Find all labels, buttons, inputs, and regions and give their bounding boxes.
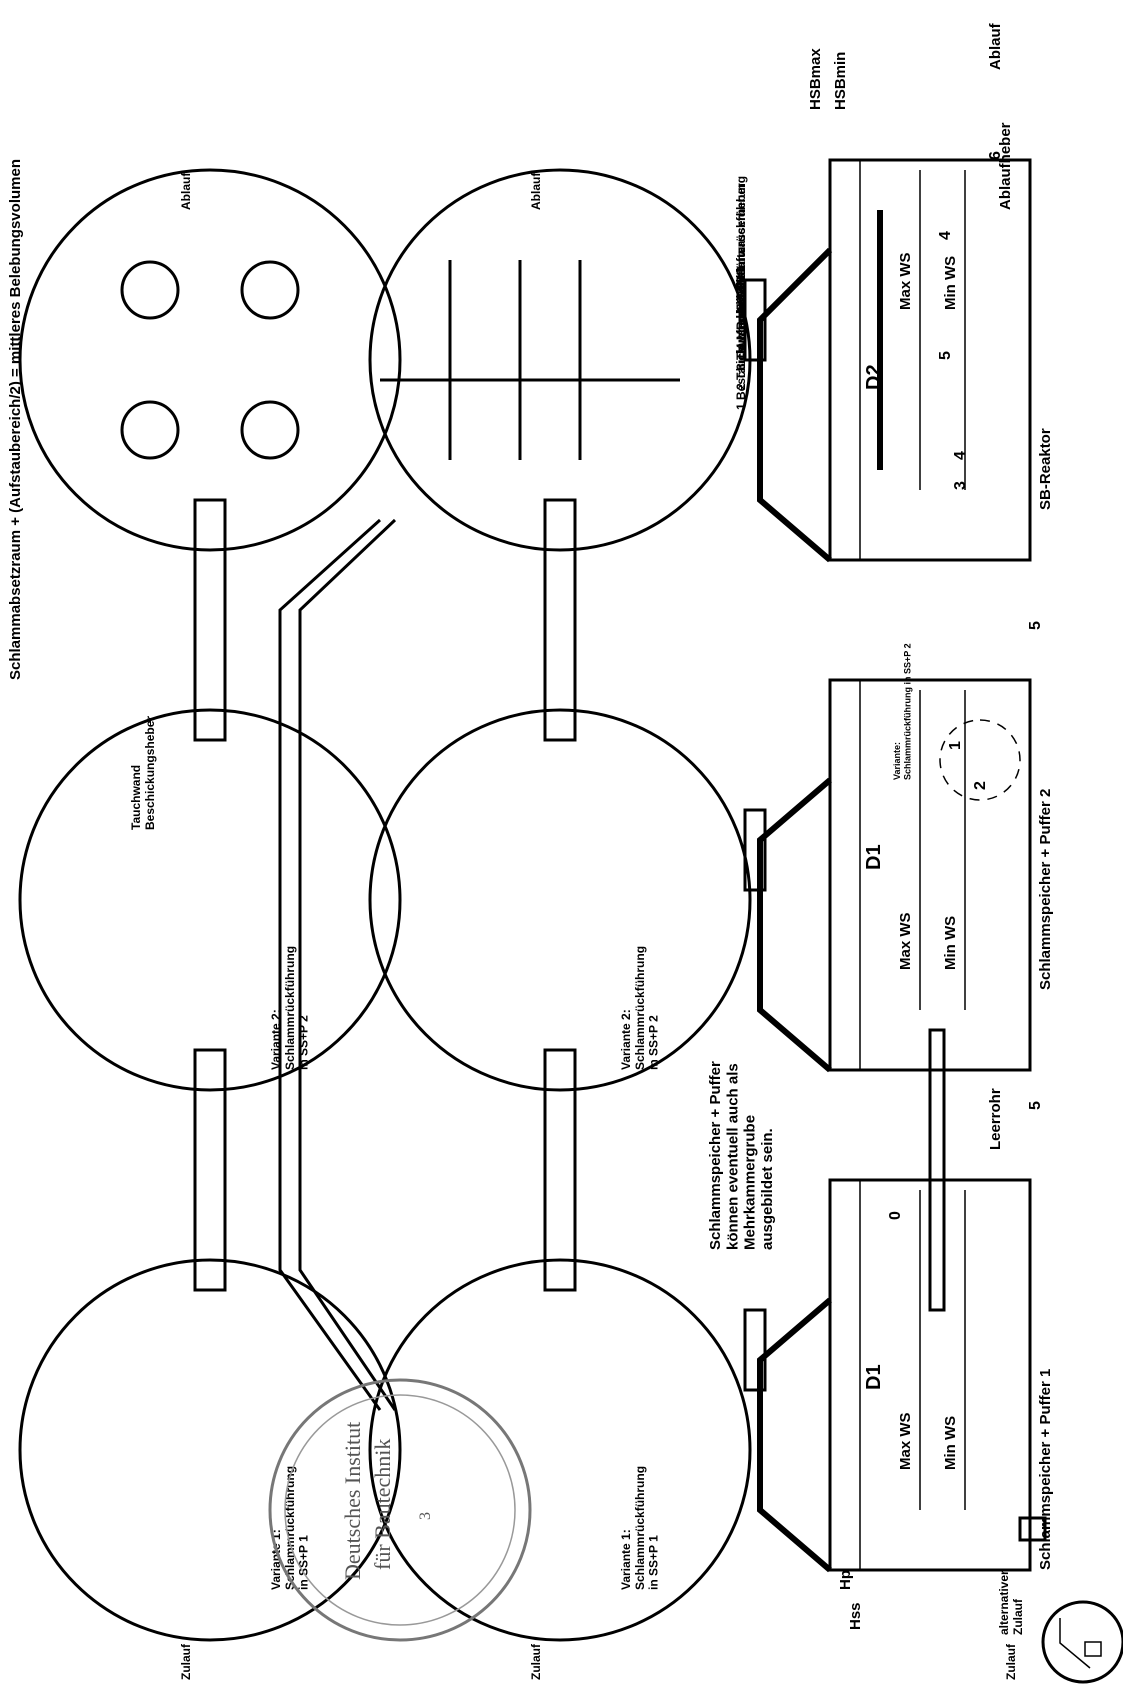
plan2-variant2-label: Variante 2:Schlammrückführungin SS+P 2 — [269, 946, 311, 1070]
institute-stamp: Deutsches Institut für Bautechnik 3 — [268, 1378, 532, 1642]
legend-item-1: 1 Beschickungsheber — [734, 286, 748, 410]
legend: 1 Beschickungsheber 2 Tauchwand SS+P 3 T… — [734, 176, 748, 410]
tank-2-min-ws: Min WS — [942, 916, 959, 970]
tank-2-max-ws: Max WS — [897, 912, 914, 970]
reactor-num-3: 3 — [952, 481, 969, 490]
tank-1-dim-d1: D1 — [863, 1364, 885, 1390]
tank-1-zone-0: 0 — [887, 1211, 904, 1220]
outlet-lifter-label: Ablaufheber — [997, 122, 1014, 210]
plan1-variant1-label: Variante 1:Schlammrückführungin SS+P 1 — [619, 1466, 661, 1590]
tank-2-zone-1: 1 — [947, 741, 964, 750]
tank-1-min-ws: Min WS — [942, 1416, 959, 1470]
tank-1-title: Schlammspeicher + Puffer 1 — [1037, 1369, 1054, 1570]
reactor-num-6: 6 — [987, 151, 1004, 160]
tank-2-title: Schlammspeicher + Puffer 2 — [1037, 789, 1054, 990]
dim-hp: Hp — [837, 1570, 854, 1590]
tank-2-zone-2: 2 — [972, 781, 989, 790]
tank-2-dim-d1: D1 — [863, 844, 885, 870]
reactor-num-5: 5 — [937, 351, 954, 360]
plan2-variant1-label: Variante 1:Schlammrückführungin SS+P 1 — [269, 1466, 311, 1590]
stamp-line-1: Deutsches Institut — [340, 1422, 365, 1580]
dim-hss: Hss — [847, 1602, 864, 1630]
plan1-outlet: Ablauf — [529, 172, 543, 210]
legend-item-4b: Rohr/Teller — [734, 267, 748, 330]
stamp-page: 3 — [417, 1512, 434, 1520]
plan1-variant2-label: Variante 2:Schlammrückführungin SS+P 2 — [619, 946, 661, 1070]
alt-inlet-label: alternativerZulauf — [997, 1570, 1025, 1635]
section-inlet-label: Zulauf — [1004, 1643, 1018, 1680]
legend-item-4: 4 Membranbelüfter — [734, 242, 748, 350]
plan-view-variant-2: Variante 1:Schlammrückführungin SS+P 1 V… — [18, 168, 402, 1680]
legend-item-5: 5 Schlammrückführung — [734, 176, 748, 310]
pipe-label-5a: 5 — [1027, 1101, 1044, 1110]
dim-hsbmax: HSBmax — [807, 48, 824, 110]
stamp-line-2: für Bautechnik — [370, 1439, 395, 1570]
section-outlet-label: Ablauf — [987, 22, 1004, 70]
tank-3-max-ws: Max WS — [897, 252, 914, 310]
tank-3-min-ws: Min WS — [942, 256, 959, 310]
section-view: alternativerZulauf Zulauf Schlammspeiche… — [743, 22, 1123, 1684]
legend-item-2: 2 Tauchwand SS+P — [734, 281, 748, 390]
plan1-inlet: Zulauf — [529, 1643, 543, 1680]
sheet-title: Schlammabsetzraum + (Aufstaubereich/2) =… — [7, 159, 24, 680]
tauchwand-label: TauchwandBeschickungsheber — [129, 716, 157, 830]
plan2-inlet: Zulauf — [179, 1643, 193, 1680]
tank-2-variant-note: Variante:Schlammrückführung in SS+P 2 — [892, 643, 912, 780]
reactor-num-4b: 4 — [937, 231, 954, 240]
inlet-detail — [1041, 1600, 1123, 1684]
sb-reactor-section: SB-Reaktor Max WS Min WS D2 Ablaufheber … — [743, 22, 1054, 563]
leerrohr-label: Leerrohr — [987, 1088, 1004, 1150]
reactor-num-4a: 4 — [952, 451, 969, 460]
multi-chamber-note: Schlammspeicher + Pufferkönnen eventuell… — [707, 1061, 776, 1250]
tank-1-section: Schlammspeicher + Puffer 1 Max WS Min WS… — [743, 1178, 1054, 1573]
tank-1-max-ws: Max WS — [897, 1412, 914, 1470]
plan2-outlet: Ablauf — [179, 172, 193, 210]
pipe-label-5b: 5 — [1027, 621, 1044, 630]
legend-item-3: 3 Tauchwand SBR — [734, 266, 748, 370]
tank-3-title: SB-Reaktor — [1037, 428, 1054, 510]
dim-hsbmin: HSBmin — [832, 52, 849, 110]
legend-item-6: 6 Klarwasserheber — [734, 183, 748, 290]
tank-2-section: Schlammspeicher + Puffer 2 Max WS Min WS… — [743, 643, 1054, 1073]
plan-view-variant-1: Variante 1:Schlammrückführungin SS+P 1 V… — [278, 168, 776, 1680]
